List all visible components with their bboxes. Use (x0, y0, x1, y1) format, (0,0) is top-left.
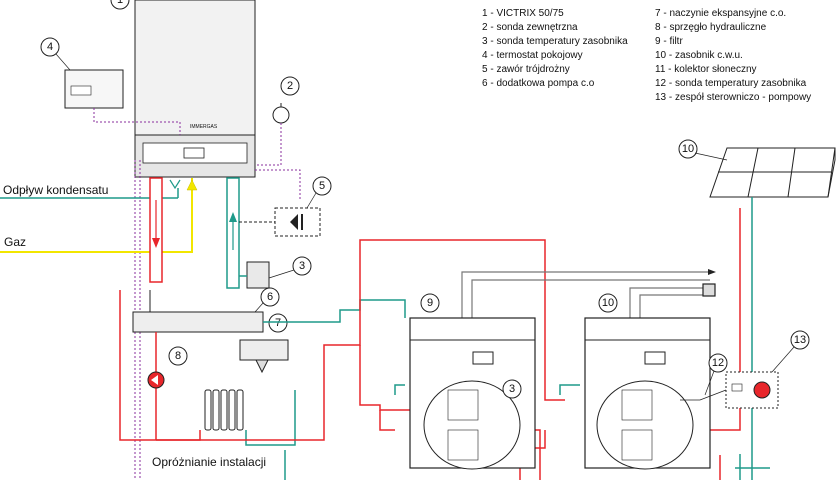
legend-item-5: 5 - zawór trójdrożny (482, 64, 570, 75)
marker-6: 8 (175, 350, 181, 362)
legend-item-8: 8 - sprzęgło hydrauliczne (655, 22, 767, 33)
expansion-vessel: 5 (239, 176, 332, 237)
legend-item-6: 6 - dodatkowa pompa c.o (482, 78, 595, 89)
room-thermostat: 4 (40, 37, 124, 109)
radiator (204, 389, 244, 431)
legend-item-9: 9 - filtr (655, 36, 683, 47)
drain-label: Opróżnianie instalacji (152, 455, 266, 469)
marker-11: 10 (682, 143, 694, 155)
legend: 1 - VICTRIX 50/75 2 - sonda zewnętrzna 3… (482, 8, 811, 103)
boiler: IMMERGAS 1 (110, 0, 256, 178)
legend-item-2: 2 - sonda zewnętrzna (482, 22, 578, 33)
solar-control-unit: 13 12 (680, 330, 810, 409)
boiler-brand: IMMERGAS (190, 124, 218, 130)
three-way-valve: 3 (239, 256, 312, 289)
legend-item-11: 11 - kolektor słoneczny (655, 64, 757, 75)
gas-label: Gaz (4, 235, 26, 249)
filter: 7 (239, 313, 289, 374)
marker-10b: 10 (602, 297, 614, 309)
dhw-tank-2: 10 (584, 293, 711, 470)
marker-2: 2 (287, 80, 293, 92)
boiler-pipes (149, 177, 240, 289)
marker-10a: 9 (427, 297, 433, 309)
marker-12: 12 (712, 357, 724, 369)
marker-13: 13 (794, 334, 806, 346)
legend-item-3: 3 - sonda temperatury zasobnika (482, 36, 628, 47)
outdoor-sensor: 2 (272, 76, 300, 124)
legend-item-10: 10 - zasobnik c.w.u. (655, 50, 743, 61)
marker-3: 3 (509, 383, 515, 395)
legend-item-1: 1 - VICTRIX 50/75 (482, 8, 564, 19)
condensate-and-gas-lines: Odpływ kondensatu Gaz (0, 178, 198, 253)
marker-1: 1 (117, 0, 123, 6)
solar-collector: 10 (678, 139, 836, 480)
legend-item-4: 4 - termostat pokojowy (482, 50, 583, 61)
legend-item-13: 13 - zespół sterowniczo - pompowy (655, 92, 811, 103)
legend-item-7: 7 - naczynie ekspansyjne c.o. (655, 8, 786, 19)
heating-circuit: 8 Opróżnianie instalacji (119, 290, 332, 480)
marker-8: 6 (267, 291, 273, 303)
condensate-label: Odpływ kondensatu (3, 183, 108, 197)
marker-4: 4 (47, 41, 53, 53)
legend-item-12: 12 - sonda temperatury zasobnika (655, 78, 807, 89)
marker-9: 7 (275, 317, 281, 329)
dhw-tank-1: 9 3 (409, 293, 536, 470)
marker-5: 3 (299, 260, 305, 272)
hydraulic-separator: 6 (132, 287, 280, 333)
marker-7: 5 (319, 180, 325, 192)
